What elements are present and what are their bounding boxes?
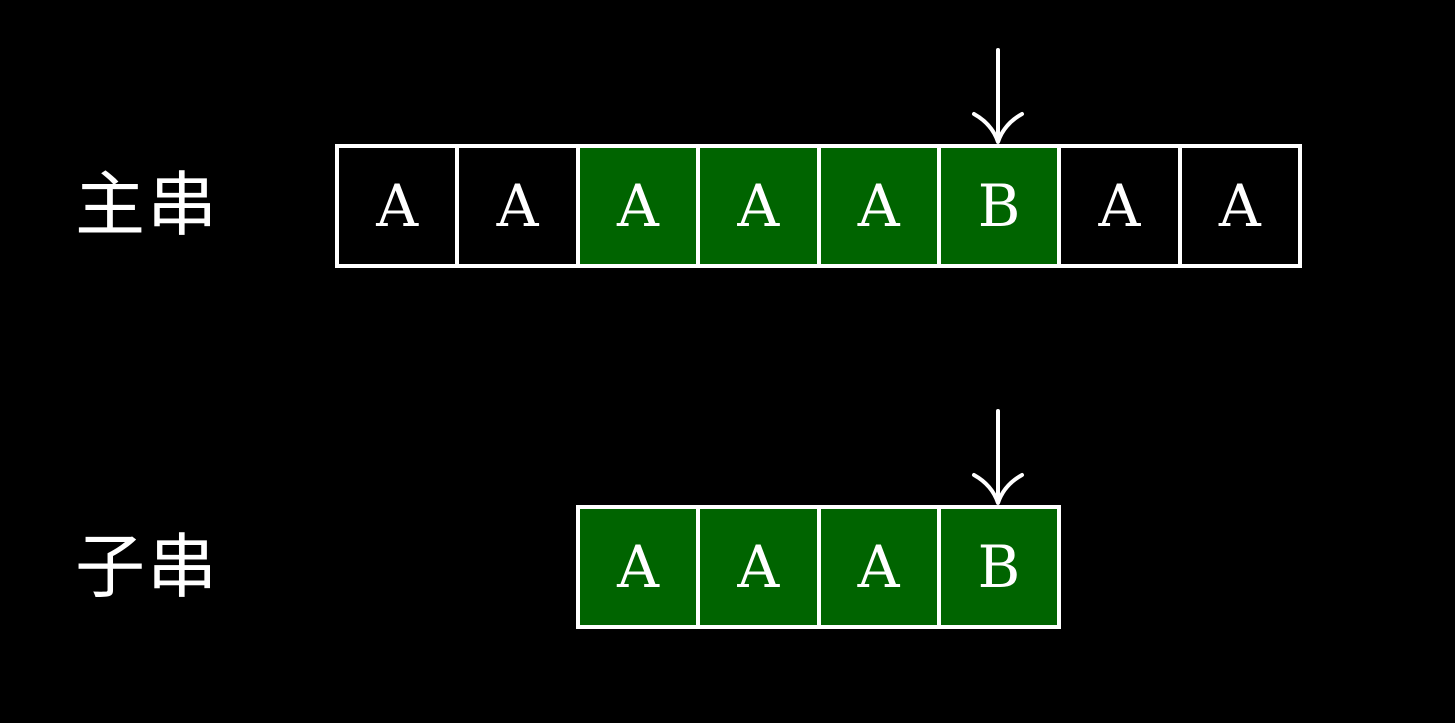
sub-cell: A: [820, 509, 941, 625]
main-cell: A: [820, 148, 941, 264]
sub-string-label: 子串: [75, 526, 219, 608]
main-cell: A: [700, 148, 821, 264]
down-arrow-icon: [972, 409, 1024, 505]
down-arrow-icon: [972, 48, 1024, 144]
main-cell: B: [940, 148, 1062, 264]
main-string-cells: A A A A A B A A: [335, 144, 1302, 268]
main-cell: A: [1061, 148, 1182, 264]
main-string-label: 主串: [75, 164, 219, 246]
main-cell: A: [459, 148, 580, 264]
sub-cell: B: [940, 509, 1057, 625]
sub-string-cells: A A A B: [576, 505, 1061, 629]
sub-cell: A: [580, 509, 701, 625]
main-cell: A: [579, 148, 701, 264]
sub-cell: A: [700, 509, 821, 625]
main-cell: A: [1181, 148, 1298, 264]
main-cell: A: [339, 148, 460, 264]
